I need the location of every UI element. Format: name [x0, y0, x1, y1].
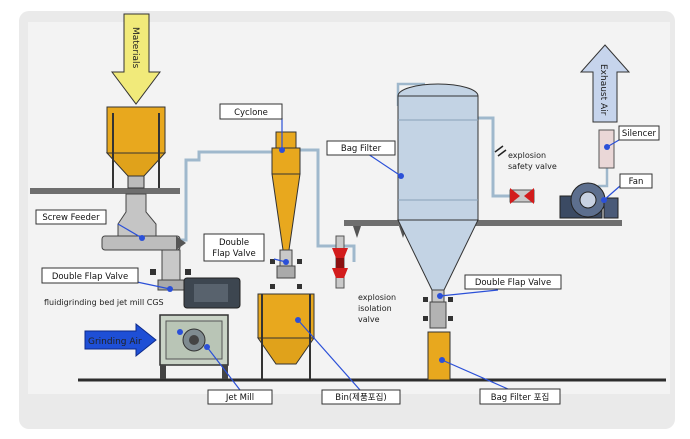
jet-mill	[159, 277, 241, 379]
materials-arrow: Materials	[111, 13, 161, 105]
cyclone	[270, 131, 302, 289]
materials-hopper	[105, 106, 167, 189]
label-silencer: Silencer	[618, 125, 660, 141]
jet-mill-label: Jet Mill	[225, 393, 254, 403]
double-flap-valve-right-label: Double Flap Valve	[475, 278, 551, 288]
explosion-safety-valve-label-line2: safety valve	[508, 162, 557, 171]
explosion-isolation-valve-label-line2: isolation	[358, 304, 392, 313]
explosion-safety-valve	[494, 145, 535, 204]
explosion-isolation-valve-label-line3: valve	[358, 315, 380, 324]
grinding-air-label: Grinding Air	[88, 337, 142, 347]
filter-platform	[344, 220, 622, 226]
explosion-safety-valve-label-line1: explosion	[508, 151, 546, 160]
product-bin	[257, 293, 315, 379]
double-flap-valve-left-label: Double Flap Valve	[52, 272, 128, 282]
leader-dots	[139, 144, 610, 363]
exhaust-air-label: Exhaust Air	[598, 64, 608, 116]
silencer-label: Silencer	[622, 129, 657, 139]
screw-feeder-label: Screw Feeder	[42, 213, 100, 223]
bag-filter-collect-bin	[427, 331, 451, 381]
exhaust-air-arrow: Exhaust Air	[579, 44, 631, 123]
platform-bracket-left	[353, 226, 361, 238]
leader-lines	[117, 118, 621, 391]
label-fan: Fan	[619, 173, 653, 189]
label-bin: Bin(제품포집)	[321, 389, 401, 405]
bin-label: Bin(제품포집)	[335, 392, 387, 403]
label-screw-feeder: Screw Feeder	[35, 209, 107, 225]
double-flap-valve-mid-label-line1: Double	[219, 238, 249, 248]
fan-label: Fan	[629, 177, 644, 187]
label-jet-mill: Jet Mill	[207, 389, 273, 405]
bag-filter-collect-label: Bag Filter 포집	[491, 392, 550, 403]
bag-filter	[397, 83, 479, 329]
label-double-flap-valve-mid: Double Flap Valve	[203, 233, 265, 262]
label-bag-filter: Bag Filter	[326, 140, 396, 156]
bag-filter-label: Bag Filter	[341, 144, 382, 154]
materials-label: Materials	[130, 27, 140, 69]
fan	[559, 182, 619, 219]
screw-feeder	[101, 193, 186, 251]
explosion-isolation-valve	[332, 235, 348, 289]
label-double-flap-valve-left: Double Flap Valve	[41, 267, 139, 284]
cyclone-label: Cyclone	[234, 108, 268, 118]
double-flap-valve-mid-label-line2: Flap Valve	[212, 249, 256, 259]
label-cyclone: Cyclone	[219, 103, 283, 120]
feeder-platform	[30, 188, 180, 194]
label-bag-filter-collect: Bag Filter 포집	[479, 388, 561, 405]
grinding-air-arrow: Grinding Air	[84, 322, 157, 358]
mill-caption: fluidigrinding bed jet mill CGS	[44, 298, 164, 307]
explosion-isolation-valve-label-line1: explosion	[358, 293, 396, 302]
label-double-flap-valve-right: Double Flap Valve	[464, 274, 562, 290]
